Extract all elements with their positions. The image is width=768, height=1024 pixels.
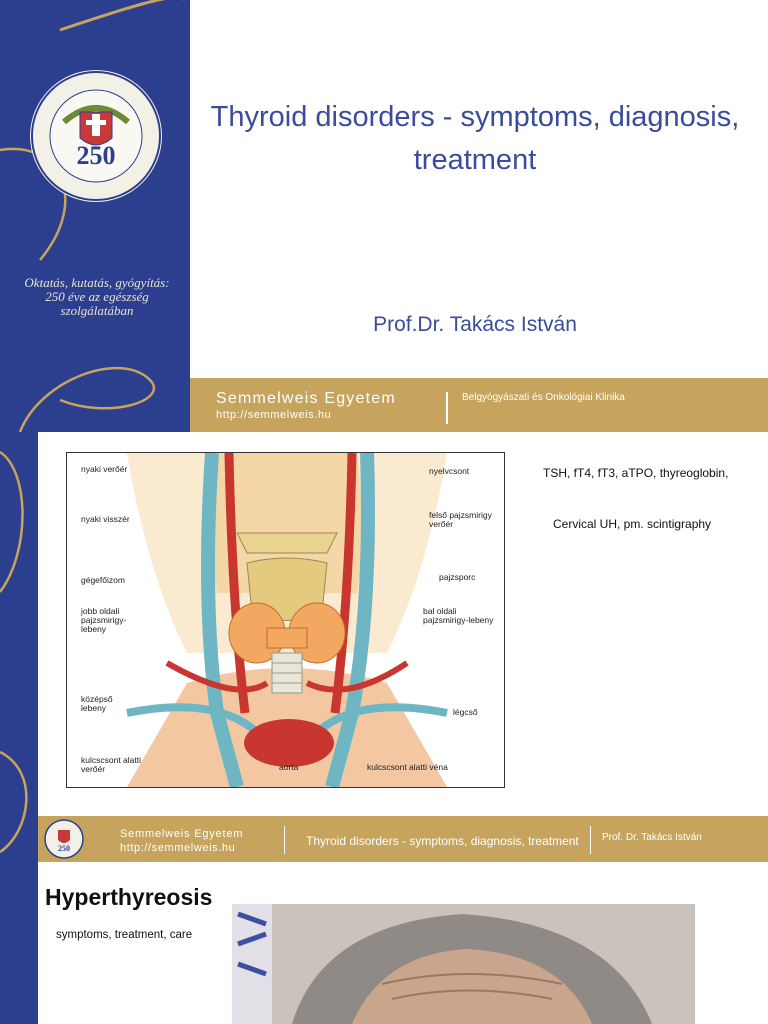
thyroid-anatomy-diagram: nyaki verőér nyaki visszér gégefőizom jo… xyxy=(66,452,505,788)
clinic-name: Belgyógyászati és Onkológiai Klinika xyxy=(462,392,625,403)
university-name: Semmelweis Egyetem xyxy=(120,828,244,840)
label-nyelvcsont: nyelvcsont xyxy=(429,466,470,476)
footer-topic: Thyroid disorders - symptoms, diagnosis,… xyxy=(306,834,579,848)
hyperthyreosis-slide: Hyperthyreosis symptoms, treatment, care xyxy=(0,864,768,1024)
label-jobb-lebeny: jobb oldali pajzsmirigy-lebeny xyxy=(81,606,127,634)
label-felso-verouer: felső pajzsmirigy verőér xyxy=(429,510,492,529)
left-panel: 250 Oktatás, kutatás, gyógyítás: 250 éve… xyxy=(0,0,190,432)
footer-divider xyxy=(446,392,448,424)
decorative-curves xyxy=(0,0,185,432)
university-seal-logo: 250 xyxy=(30,70,162,202)
label-pajzsporc: pajzsporc xyxy=(439,572,476,582)
anatomy-illustration xyxy=(126,453,448,787)
label-nyaki-visszer: nyaki visszér xyxy=(81,514,130,524)
label-bal-lebeny: bal oldali pajzsmirigy-lebeny xyxy=(423,606,494,625)
university-seal-logo: 250 xyxy=(44,819,84,859)
label-kulcscsont-verouer: kulcscsont alatti verőér xyxy=(81,755,141,774)
patient-face-image xyxy=(232,904,695,1024)
patient-photo xyxy=(232,904,695,1024)
svg-text:250: 250 xyxy=(77,141,116,170)
footer-bar: 250 Semmelweis Egyetem http://semmelweis… xyxy=(38,816,768,862)
slide-subtitle: symptoms, treatment, care xyxy=(56,929,193,941)
left-panel xyxy=(0,864,38,1024)
left-panel xyxy=(0,432,38,864)
lab-tests-text: TSH, fT4, fT3, aTPO, thyreoglobin, xyxy=(543,466,729,480)
title-slide: 250 Oktatás, kutatás, gyógyítás: 250 éve… xyxy=(0,0,768,432)
university-url[interactable]: http://semmelweis.hu xyxy=(216,409,332,421)
label-gegefoizom: gégefőizom xyxy=(81,575,125,585)
svg-text:250: 250 xyxy=(58,844,70,853)
presentation-author: Prof.Dr. Takács István xyxy=(373,313,577,336)
anatomy-slide: nyaki verőér nyaki visszér gégefőizom jo… xyxy=(0,432,768,864)
footer-divider xyxy=(284,826,285,854)
footer-professor: Prof. Dr. Takács István xyxy=(602,832,702,843)
footer-divider xyxy=(590,826,591,854)
presentation-title: Thyroid disorders - symptoms, diagnosis,… xyxy=(210,101,740,176)
label-legcso: légcső xyxy=(453,707,478,717)
motto-text: Oktatás, kutatás, gyógyítás: 250 éve az … xyxy=(24,275,170,318)
university-name: Semmelweis Egyetem xyxy=(216,390,396,407)
label-kozepso-lebeny: középső lebeny xyxy=(81,694,113,713)
university-url[interactable]: http://semmelweis.hu xyxy=(120,842,236,854)
decorative-curves xyxy=(0,450,28,854)
imaging-text: Cervical UH, pm. scintigraphy xyxy=(553,517,712,531)
footer-bar: Semmelweis Egyetem http://semmelweis.hu … xyxy=(190,378,768,432)
label-kulcscsont-vena: kulcscsont alatti véna xyxy=(367,762,448,772)
label-nyaki-verouer: nyaki verőér xyxy=(81,464,128,474)
slide-title: Hyperthyreosis xyxy=(45,884,213,910)
label-aorta: aorta xyxy=(279,762,299,772)
